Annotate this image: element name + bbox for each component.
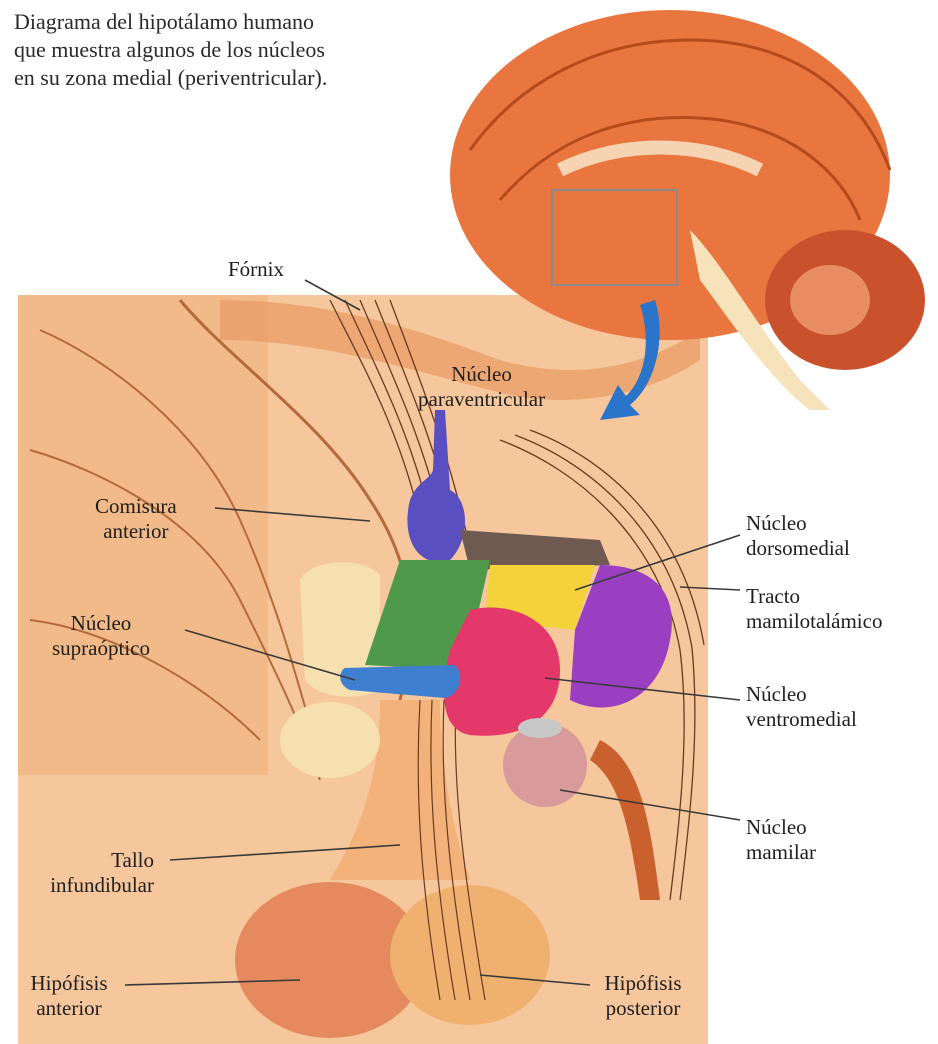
caption-line-3: en su zona medial (periventricular). [14, 64, 434, 92]
caption-line-1: Diagrama del hipotálamo humano [14, 8, 434, 36]
label-dorsomedial-line2: dorsomedial [746, 536, 850, 561]
label-paraventricular-line1: Núcleo [418, 362, 545, 387]
label-hipofisis-posterior: Hipófisis posterior [588, 971, 698, 1021]
label-ventromedial-line1: Núcleo [746, 682, 857, 707]
label-hipofisis-anterior-line1: Hipófisis [14, 971, 124, 996]
label-comisura-line2: anterior [95, 519, 177, 544]
label-mamilar-line2: mamilar [746, 840, 816, 865]
label-mamilar-line1: Núcleo [746, 815, 816, 840]
label-hipofisis-anterior: Hipófisis anterior [14, 971, 124, 1021]
label-comisura-line1: Comisura [95, 494, 177, 519]
diagram-caption: Diagrama del hipotálamo humano que muest… [14, 8, 434, 92]
optic-nerve [280, 702, 380, 778]
label-tallo: Tallo infundibular [14, 848, 154, 898]
label-tracto-line1: Tracto [746, 584, 882, 609]
label-tracto-line2: mamilotalámico [746, 609, 882, 634]
label-fornix-text: Fórnix [228, 257, 284, 282]
label-tallo-line1: Tallo [14, 848, 154, 873]
label-fornix: Fórnix [228, 257, 284, 282]
label-hipofisis-posterior-line1: Hipófisis [588, 971, 698, 996]
caption-line-2: que muestra algunos de los núcleos [14, 36, 434, 64]
label-dorsomedial-line1: Núcleo [746, 511, 850, 536]
label-supraoptico-line1: Núcleo [52, 611, 150, 636]
label-supraoptico-line2: supraóptico [52, 636, 150, 661]
label-tracto: Tracto mamilotalámico [746, 584, 882, 634]
label-supraoptico: Núcleo supraóptico [52, 611, 150, 661]
label-ventromedial-line2: ventromedial [746, 707, 857, 732]
mamillary-cap [518, 718, 562, 738]
label-comisura: Comisura anterior [95, 494, 177, 544]
label-tallo-line2: infundibular [14, 873, 154, 898]
label-paraventricular: Núcleo paraventricular [418, 362, 545, 412]
label-hipofisis-anterior-line2: anterior [14, 996, 124, 1021]
label-paraventricular-line2: paraventricular [418, 387, 545, 412]
label-dorsomedial: Núcleo dorsomedial [746, 511, 850, 561]
label-hipofisis-posterior-line2: posterior [588, 996, 698, 1021]
label-mamilar: Núcleo mamilar [746, 815, 816, 865]
label-ventromedial: Núcleo ventromedial [746, 682, 857, 732]
